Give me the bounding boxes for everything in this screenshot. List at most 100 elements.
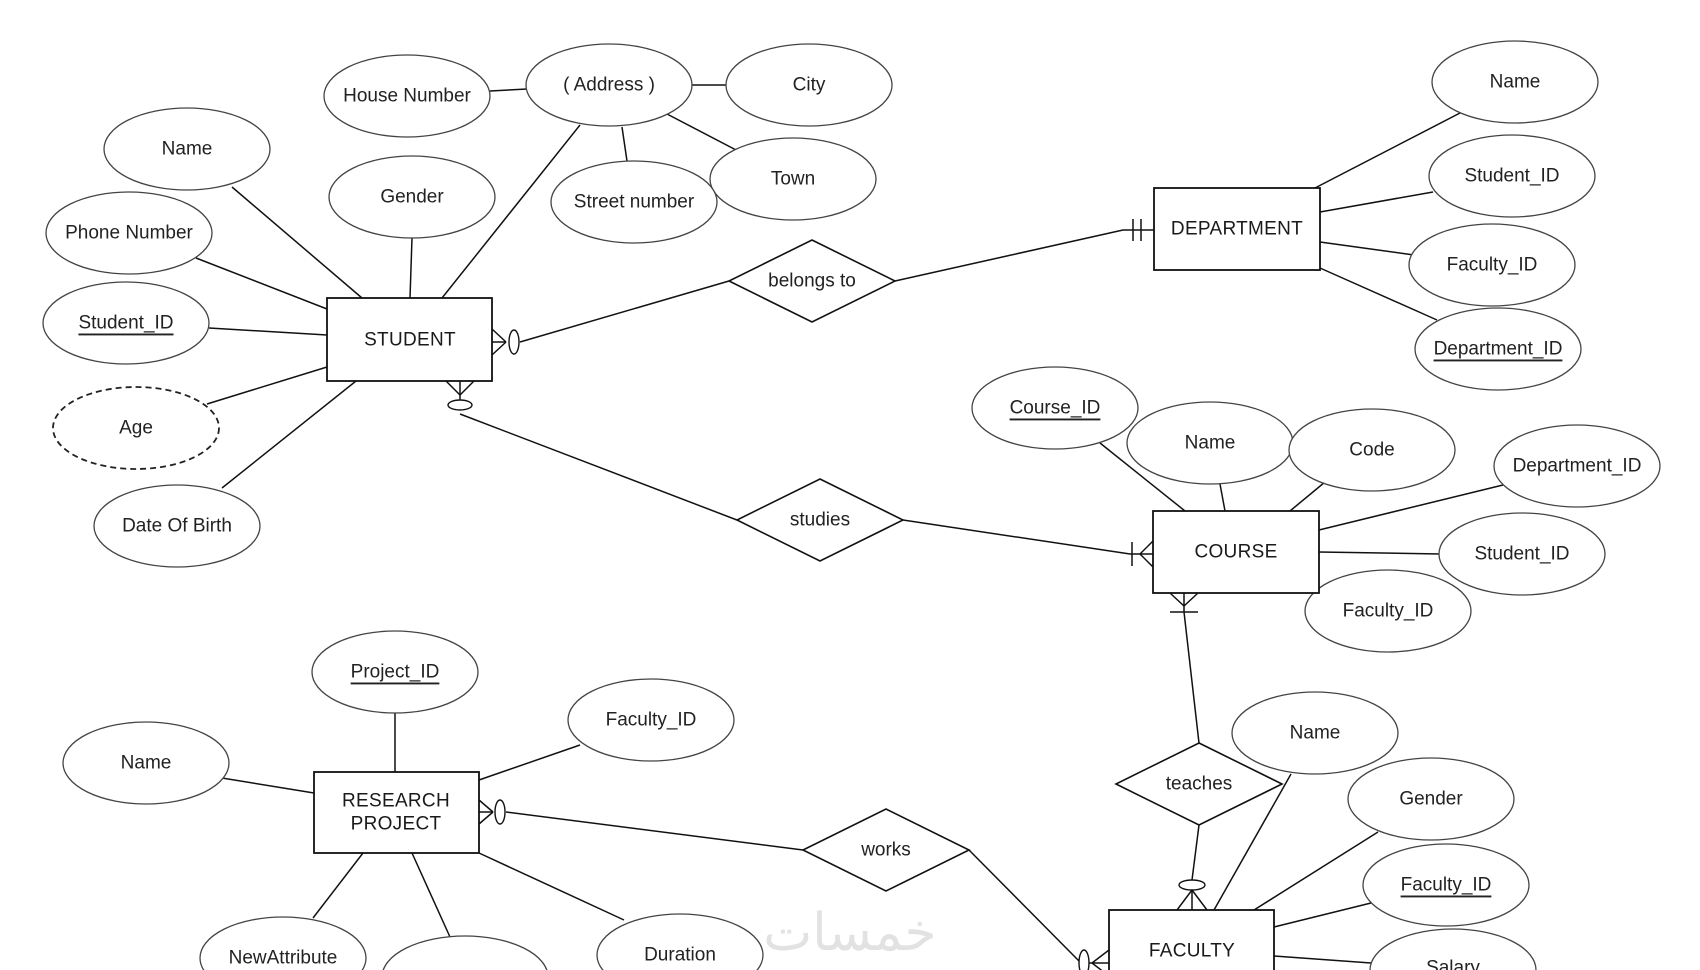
entity-faculty[interactable]: FACULTY [1108,909,1275,970]
attribute-course-faculty-id[interactable]: Faculty_ID [1304,569,1472,653]
attribute-label: City [793,75,826,96]
link-student-gender [409,237,413,299]
attribute-label: Name [1185,433,1236,454]
attribute-course-code[interactable]: Code [1288,408,1456,492]
entity-research-project[interactable]: RESEARCH PROJECT [313,771,480,854]
entity-department[interactable]: DEPARTMENT [1153,187,1321,271]
attribute-dept-department-id-key[interactable]: Department_ID [1414,307,1582,391]
attribute-rp-name[interactable]: Name [62,721,230,805]
entity-student[interactable]: STUDENT [326,297,493,382]
attribute-rp-duration[interactable]: Duration [596,913,764,970]
link-course-code [1289,481,1326,512]
attribute-faculty-gender[interactable]: Gender [1347,757,1515,841]
link-faculty-gender [1253,831,1379,911]
attribute-faculty-salary[interactable]: Salary [1369,928,1537,970]
attribute-student-gender[interactable]: Gender [328,155,496,239]
attribute-address[interactable]: ( Address ) [525,43,693,127]
entity-course[interactable]: COURSE [1152,510,1320,594]
link-course-departmentid [1318,484,1504,531]
link-student-studies [459,413,738,521]
relationship-works[interactable]: works [801,808,971,892]
attribute-label: Student_ID [78,313,173,334]
watermark-text: خمسات [763,903,936,963]
attribute-student-id-key[interactable]: Student_ID [42,281,210,365]
link-dept-studentid [1319,191,1434,213]
link-course-name [1219,483,1226,512]
link-studies-course [902,519,1153,555]
crowfoot-zero-many-faculty-works [1078,949,1110,970]
attribute-house-number[interactable]: House Number [323,54,491,138]
attribute-course-student-id[interactable]: Student_ID [1438,512,1606,596]
attribute-street-number[interactable]: Street number [550,160,718,244]
attribute-dept-student-id[interactable]: Student_ID [1428,134,1596,218]
attribute-label: Name [1490,72,1541,93]
attribute-faculty-name[interactable]: Name [1231,691,1399,775]
connectors [195,84,1504,964]
link-rp-duration [478,852,625,921]
attribute-dept-name[interactable]: Name [1431,40,1599,124]
link-research-works [505,811,804,851]
crowfoot-one-many-course-studies [1131,540,1154,568]
entity-label-line-2: PROJECT [351,814,442,835]
attribute-rp-unnamed[interactable] [382,935,548,970]
entity-label-line-1: RESEARCH [342,791,450,812]
link-address-house [489,88,528,92]
link-student-name [231,186,363,299]
attribute-faculty-id-key[interactable]: Faculty_ID [1362,843,1530,927]
link-course-teaches [1183,593,1200,744]
entity-label: STUDENT [364,330,456,351]
attribute-student-dob[interactable]: Date Of Birth [93,484,261,568]
link-faculty-name [1213,773,1292,911]
attribute-student-age-derived[interactable]: Age [52,386,220,470]
attribute-label: Department_ID [1434,339,1563,360]
attribute-label: Name [162,139,213,160]
link-address-street [621,126,628,162]
attribute-label: Project_ID [351,662,440,683]
crowfoot-zero-many-student-studies [445,380,475,411]
attribute-student-phone[interactable]: Phone Number [45,191,213,275]
crowfoot-zero-many-faculty-teaches [1176,879,1208,911]
attribute-label: Faculty_ID [1401,875,1492,896]
attribute-label: Gender [380,187,444,208]
attribute-label: Date Of Birth [122,516,232,537]
attribute-project-id-key[interactable]: Project_ID [311,630,479,714]
attribute-course-id-key[interactable]: Course_ID [971,366,1139,450]
attribute-label: Code [1349,440,1394,461]
attribute-label: Faculty_ID [606,710,697,731]
link-rp-name [221,777,315,794]
attribute-label: Course_ID [1010,398,1101,419]
link-student-address [441,124,581,299]
attribute-town[interactable]: Town [709,137,877,221]
attribute-student-name[interactable]: Name [103,107,271,191]
cardinality-marks [445,219,1208,970]
mark-one-only-department [1132,219,1142,241]
link-student-phone [195,257,328,310]
link-rp-facultyid [478,744,581,781]
link-dept-facultyid [1319,241,1415,256]
attribute-label: Faculty_ID [1447,255,1538,276]
attribute-rp-faculty-id[interactable]: Faculty_ID [567,678,735,762]
link-belongs-department [894,229,1154,282]
link-course-courseid [1099,442,1186,512]
link-address-town [666,113,739,152]
attribute-course-name[interactable]: Name [1126,401,1294,485]
relationship-studies[interactable]: studies [735,478,905,562]
entity-label: FACULTY [1149,941,1235,962]
attribute-label: ( Address ) [563,75,655,96]
attribute-label: Department_ID [1513,456,1642,477]
link-dept-departmentid [1319,267,1438,321]
relationship-teaches[interactable]: teaches [1114,742,1284,826]
attribute-city[interactable]: City [725,43,893,127]
link-student-age [206,366,328,405]
attribute-dept-faculty-id[interactable]: Faculty_ID [1408,223,1576,307]
attribute-rp-new-attribute[interactable]: NewAttribute [199,916,367,970]
crowfoot-one-many-course-teaches [1169,592,1199,613]
link-rp-newattribute [312,852,364,919]
attribute-course-department-id[interactable]: Department_ID [1493,424,1661,508]
relationship-belongs-to[interactable]: belongs to [727,239,897,323]
attribute-label: Street number [574,192,695,213]
link-works-faculty [968,849,1081,963]
link-teaches-faculty [1191,824,1200,881]
link-faculty-facultyid [1273,902,1372,928]
link-student-studentid [208,327,328,336]
